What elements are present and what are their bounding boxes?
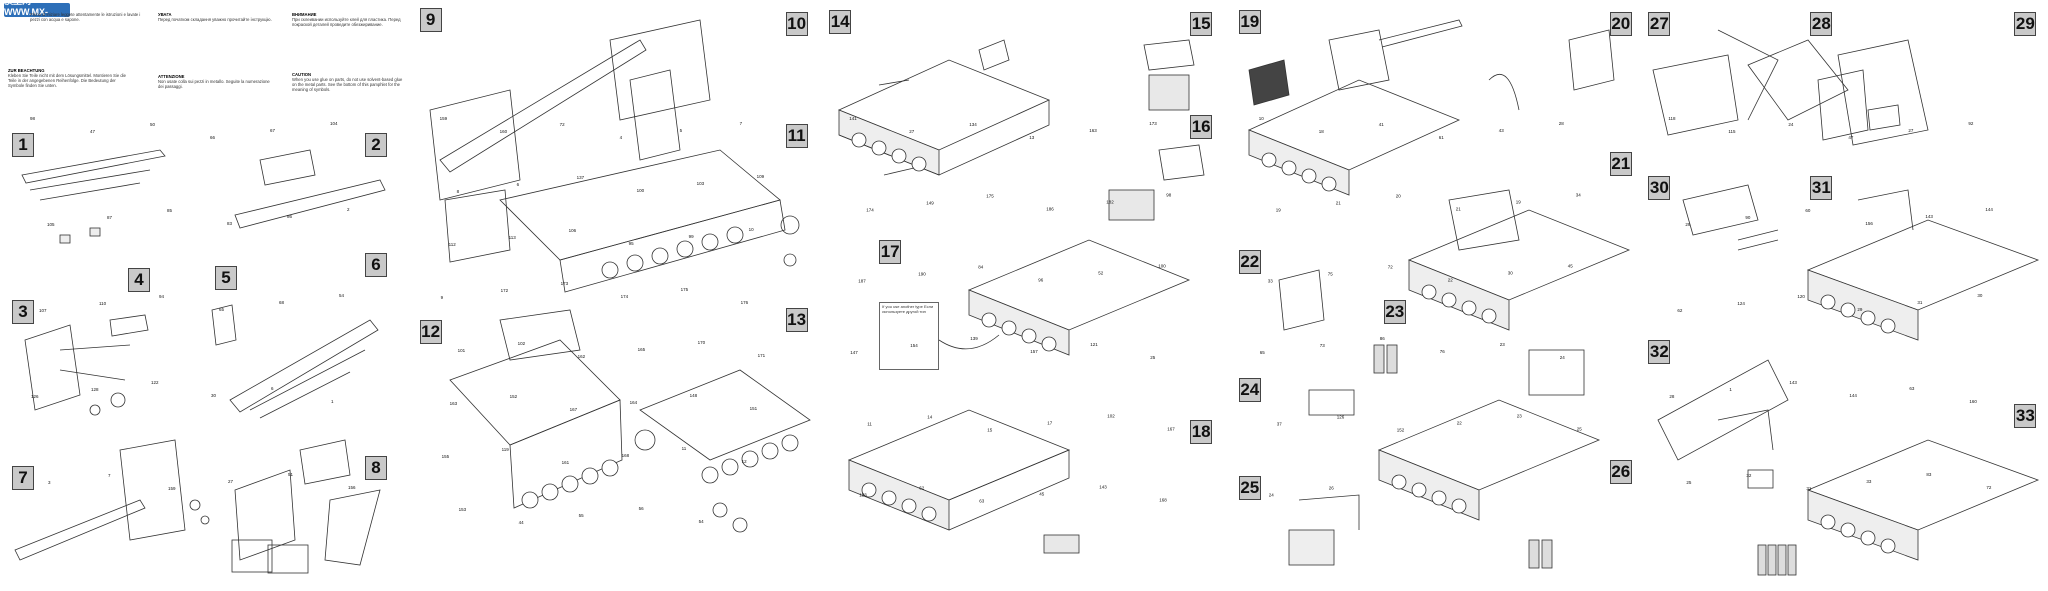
instruction-page-5: 27 28 29 30 31 32 33	[1638, 0, 2048, 591]
page-3-drawings	[838, 39, 1205, 554]
page-2-drawings	[429, 19, 811, 533]
step-number: 19	[1238, 10, 1261, 34]
step-number: 2	[365, 133, 387, 157]
step-number: 13	[785, 308, 808, 332]
step-number: 16	[1190, 115, 1213, 139]
step-number: 33	[2014, 404, 2037, 428]
step-number: 28	[1810, 12, 1833, 36]
page-4-drawings	[1247, 19, 1630, 569]
step-number: 15	[1190, 12, 1213, 36]
step-number: 21	[1609, 152, 1632, 176]
step-number: 17	[879, 240, 902, 264]
step-number: 25	[1238, 476, 1261, 500]
instruction-page-2: 9 10 11 12 13	[409, 0, 820, 591]
step-number: 10	[785, 12, 808, 36]
step-number: 11	[785, 124, 808, 148]
instruction-page-3: 14 15 16 17 18 If you use another type Е…	[819, 0, 1229, 591]
step-number: 8	[365, 456, 387, 480]
step-number: 12	[419, 320, 442, 344]
alternative-note: If you use another type Если используете…	[879, 302, 940, 370]
step-number: 9	[419, 8, 442, 32]
page-5-drawings	[1652, 29, 2040, 576]
instruction-page-4: 19 20 21 22 23 24 25 26	[1228, 0, 1639, 591]
step-number: 24	[1238, 378, 1261, 402]
page-1-drawings	[14, 149, 386, 574]
step-number: 6	[365, 253, 387, 277]
step-number: 5	[215, 266, 237, 290]
step-number: 22	[1238, 250, 1261, 274]
step-number: 29	[2014, 12, 2037, 36]
step-number: 20	[1609, 12, 1632, 36]
step-number: 27	[1648, 12, 1671, 36]
step-number: 1	[12, 133, 34, 157]
step-number: 3	[12, 300, 34, 324]
step-number: 14	[829, 10, 852, 34]
step-number: 26	[1609, 460, 1632, 484]
instruction-page-1: 模型网 WWW.MX-YANG.COM	[0, 0, 410, 591]
step-number: 32	[1648, 340, 1671, 364]
step-number: 4	[128, 268, 150, 292]
notice-it: Prima di iniziare leggete attentamente l…	[30, 11, 141, 22]
step-number: 7	[12, 466, 34, 490]
step-number: 30	[1648, 176, 1671, 200]
step-number: 31	[1810, 176, 1833, 200]
step-number: 18	[1190, 420, 1213, 444]
step-number: 23	[1383, 300, 1406, 324]
